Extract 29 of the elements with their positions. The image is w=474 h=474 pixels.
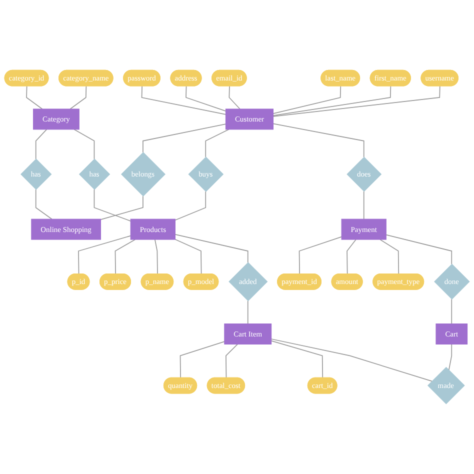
connector — [174, 234, 248, 263]
connector — [78, 235, 132, 274]
connector — [186, 86, 226, 112]
connector — [451, 298, 452, 324]
connector — [272, 123, 364, 158]
connector — [35, 128, 48, 160]
connector — [228, 86, 240, 110]
connector — [363, 190, 364, 220]
connector — [70, 86, 87, 110]
connector — [272, 86, 342, 114]
connector — [346, 239, 356, 274]
connector — [386, 234, 452, 265]
connector — [154, 239, 158, 274]
connector — [226, 344, 238, 378]
connector — [180, 341, 225, 378]
connector — [141, 86, 226, 115]
connector — [448, 344, 452, 371]
connector — [142, 124, 226, 153]
connector — [100, 196, 144, 220]
connector — [94, 189, 132, 222]
connector — [272, 86, 392, 116]
connector — [272, 86, 440, 117]
connector — [270, 340, 324, 378]
connector — [174, 191, 206, 221]
connector — [247, 300, 248, 324]
connector — [298, 236, 342, 274]
connector — [270, 338, 432, 382]
connector — [26, 86, 43, 110]
connector — [35, 189, 52, 220]
